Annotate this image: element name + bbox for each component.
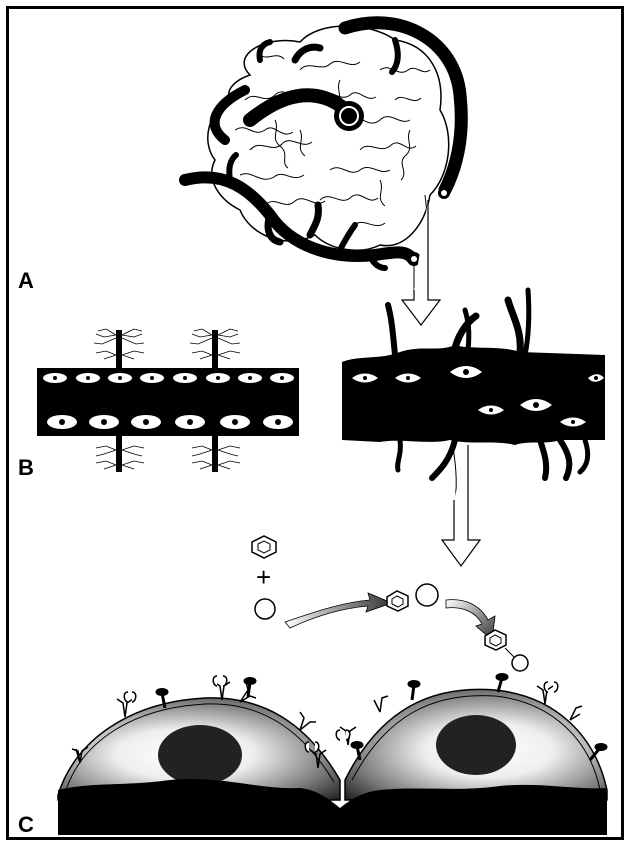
panel-label-a: A — [18, 268, 34, 294]
disrupted-vessel-body — [342, 345, 605, 445]
normal-vessel — [37, 329, 299, 472]
brain-outline — [208, 26, 449, 250]
disrupted-vessel — [342, 290, 605, 500]
normal-vessel-lumen — [37, 385, 299, 409]
vessel-cross-section — [334, 101, 364, 131]
panel-label-c: C — [18, 812, 34, 838]
binding-sequence — [252, 536, 528, 671]
panel-label-b: B — [18, 455, 34, 481]
nucleus-right — [436, 715, 516, 775]
nucleus-left — [158, 725, 242, 785]
binding-arrow-1 — [285, 593, 392, 628]
endothelial-cells — [58, 675, 607, 836]
complex-2-icon — [485, 630, 528, 671]
ligand-hexagon-icon — [252, 536, 276, 558]
complex-1-icon — [387, 584, 438, 611]
carrier-circle-icon — [255, 599, 275, 619]
plus-sign: + — [256, 562, 271, 593]
brain-vasculature — [185, 23, 461, 290]
